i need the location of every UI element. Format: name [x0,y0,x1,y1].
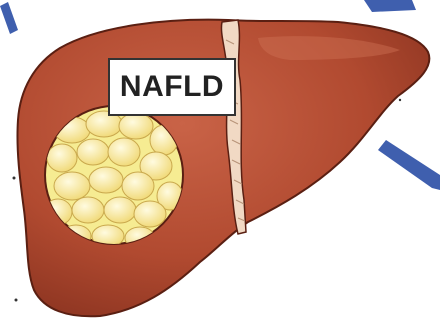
arrow-icon [0,2,18,34]
nafld-label: NAFLD [108,58,236,116]
arrow-icon [378,140,440,190]
arrow-icon [364,0,416,12]
